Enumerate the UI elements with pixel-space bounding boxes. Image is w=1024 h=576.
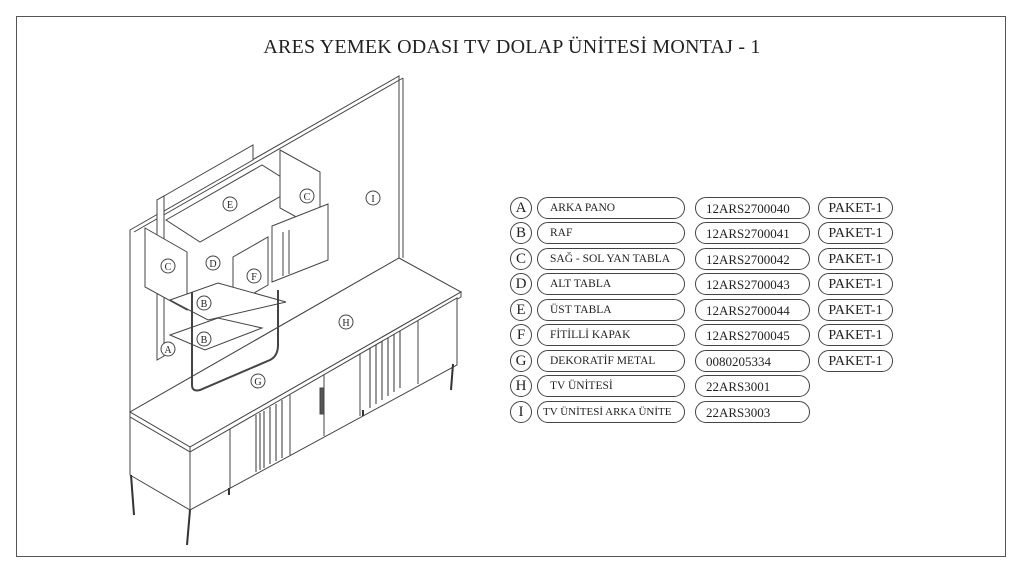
part-letter: A bbox=[510, 197, 532, 219]
part-name: TV ÜNİTESİ bbox=[537, 375, 685, 397]
page-title: ARES YEMEK ODASI TV DOLAP ÜNİTESİ MONTAJ… bbox=[263, 36, 761, 58]
part-package: PAKET-1 bbox=[818, 222, 893, 244]
door-handle bbox=[319, 387, 325, 415]
part-name: TV ÜNİTESİ ARKA ÜNİTE bbox=[537, 401, 685, 423]
part-name: ARKA PANO bbox=[537, 197, 685, 219]
part-letter: B bbox=[510, 222, 532, 244]
door-panel bbox=[271, 203, 329, 283]
part-code: 22ARS3003 bbox=[695, 401, 810, 423]
label-H: H bbox=[342, 318, 349, 329]
part-package: PAKET-1 bbox=[818, 197, 893, 219]
part-name: DEKORATİF METAL bbox=[537, 350, 685, 372]
part-letter: E bbox=[510, 299, 532, 321]
part-name: RAF bbox=[537, 222, 685, 244]
part-letter: G bbox=[510, 350, 532, 372]
part-code: 12ARS2700044 bbox=[695, 299, 810, 321]
label-B: B bbox=[201, 335, 208, 346]
label-I: I bbox=[371, 194, 374, 205]
part-code: 0080205334 bbox=[695, 350, 810, 372]
label-C: C bbox=[165, 262, 172, 273]
part-package: PAKET-1 bbox=[818, 299, 893, 321]
label-B: B bbox=[201, 299, 208, 310]
part-letter: H bbox=[510, 375, 532, 397]
label-E: E bbox=[227, 200, 233, 211]
decorative-metal bbox=[191, 290, 279, 392]
label-F: F bbox=[251, 272, 257, 283]
label-D: D bbox=[209, 259, 216, 270]
part-name: ÜST TABLA bbox=[537, 299, 685, 321]
label-C: C bbox=[304, 192, 311, 203]
part-name: FİTİLLİ KAPAK bbox=[537, 324, 685, 346]
part-name: SAĞ - SOL YAN TABLA bbox=[537, 248, 685, 270]
part-letter: I bbox=[510, 401, 532, 423]
part-letter: C bbox=[510, 248, 532, 270]
part-code: 12ARS2700041 bbox=[695, 222, 810, 244]
part-package: PAKET-1 bbox=[818, 350, 893, 372]
part-package: PAKET-1 bbox=[818, 273, 893, 295]
part-letter: D bbox=[510, 273, 532, 295]
drawing-frame bbox=[16, 16, 1006, 557]
part-code: 12ARS2700045 bbox=[695, 324, 810, 346]
part-name: ALT TABLA bbox=[537, 273, 685, 295]
part-code: 22ARS3001 bbox=[695, 375, 810, 397]
shelf-B-upper bbox=[168, 282, 287, 321]
part-letter: F bbox=[510, 324, 532, 346]
part-code: 12ARS2700040 bbox=[695, 197, 810, 219]
part-package: PAKET-1 bbox=[818, 248, 893, 270]
label-G: G bbox=[254, 377, 261, 388]
label-A: A bbox=[164, 345, 172, 356]
part-package: PAKET-1 bbox=[818, 324, 893, 346]
part-code: 12ARS2700042 bbox=[695, 248, 810, 270]
part-code: 12ARS2700043 bbox=[695, 273, 810, 295]
